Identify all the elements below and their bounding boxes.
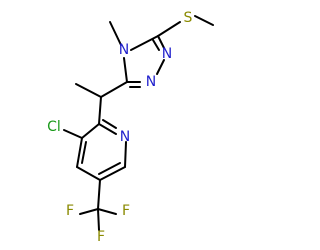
bond-pyr-c6-c5-double bbox=[98, 162, 121, 175]
bond-n1-c5-double bbox=[152, 39, 160, 51]
bond-ch-methyl bbox=[75, 83, 102, 98]
bond-pyr-c5-c4 bbox=[76, 166, 101, 181]
bond-pyr-c4-c3 bbox=[76, 137, 83, 168]
bond-cf3-f-top bbox=[97, 208, 100, 231]
bond-pyr-c4-c3-double bbox=[81, 141, 87, 164]
atom-n-pyridine: N bbox=[120, 129, 130, 145]
bond-pyr-c6-c5 bbox=[99, 166, 126, 181]
bond-c3-cl bbox=[63, 129, 83, 139]
bond-c5-n4 bbox=[130, 35, 159, 51]
bond-ch-pyridine bbox=[98, 96, 102, 125]
atom-cl: Cl bbox=[47, 119, 61, 135]
atom-n-methyl: N bbox=[119, 42, 129, 58]
bond-c5-cf3 bbox=[97, 179, 101, 210]
bond-n4-methyl bbox=[109, 21, 122, 46]
atom-n-triazole-b: N bbox=[146, 74, 156, 90]
atom-f-left: F bbox=[66, 203, 74, 219]
atom-f-right: F bbox=[122, 203, 130, 219]
bond-cf3-f-right bbox=[97, 208, 117, 215]
bond-n4-c3 bbox=[123, 57, 128, 83]
bond-pyr-c2-n-double bbox=[102, 119, 117, 129]
bond-s-c5 bbox=[157, 21, 181, 37]
bond-pyr-c2-n bbox=[98, 123, 117, 135]
bond-pyr-c2-c3 bbox=[81, 123, 100, 139]
bond-pyr-n-c6 bbox=[124, 141, 127, 168]
atom-f-top: F bbox=[97, 229, 105, 245]
bond-n2-n1 bbox=[156, 59, 165, 75]
atom-s: S bbox=[184, 10, 193, 26]
molecule-structure: S N N N N Cl F F F bbox=[47, 10, 214, 245]
bond-cf3-f-left bbox=[79, 208, 99, 215]
atom-n-triazole-a: N bbox=[162, 46, 172, 62]
bond-n1-c5 bbox=[157, 35, 165, 49]
bond-s-methyl bbox=[194, 15, 214, 26]
bond-c3-ch bbox=[100, 81, 128, 98]
